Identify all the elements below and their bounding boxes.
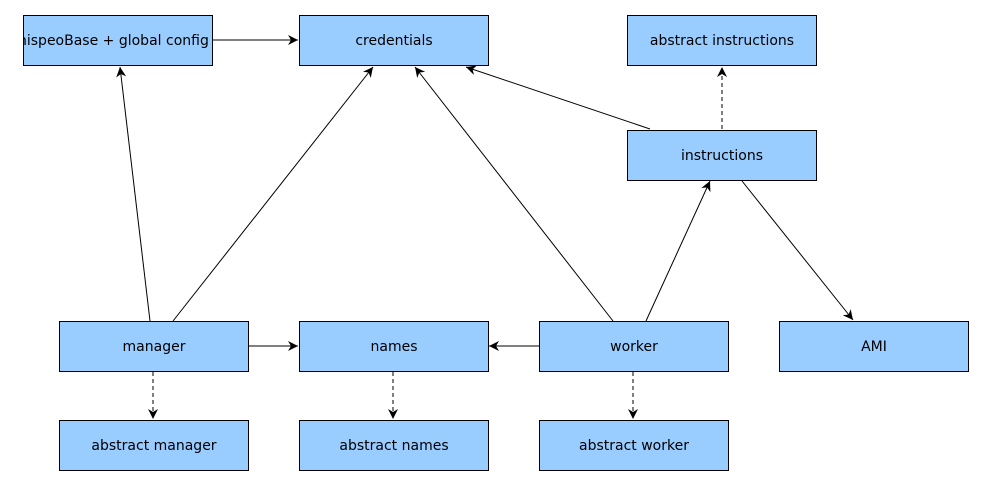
node-ami: AMI: [779, 321, 969, 372]
node-abstract-names-label: abstract names: [339, 437, 449, 454]
node-names-label: names: [370, 338, 418, 355]
node-hispeo-base-label: hispeoBase + global config: [23, 32, 209, 49]
node-hispeo-base: hispeoBase + global config: [23, 15, 213, 66]
node-manager: manager: [59, 321, 249, 372]
edge-manager-to-credentials: [172, 66, 374, 322]
node-worker: worker: [539, 321, 729, 372]
node-abstract-manager: abstract manager: [59, 420, 249, 471]
node-abstract-names: abstract names: [299, 420, 489, 471]
edge-instructions-to-ami: [741, 180, 854, 321]
node-ami-label: AMI: [861, 338, 887, 355]
node-abstract-instructions-label: abstract instructions: [649, 32, 795, 49]
node-manager-label: manager: [122, 338, 186, 355]
node-instructions-label: instructions: [681, 147, 763, 164]
node-abstract-instructions: abstract instructions: [627, 15, 817, 66]
edge-instructions-to-credentials: [465, 65, 651, 130]
edge-manager-to-hispeo: [116, 66, 151, 322]
node-names: names: [299, 321, 489, 372]
node-abstract-manager-label: abstract manager: [91, 437, 217, 454]
node-abstract-worker: abstract worker: [539, 420, 729, 471]
node-credentials: credentials: [299, 15, 489, 66]
node-instructions: instructions: [627, 130, 817, 181]
edge-worker-to-instructions: [645, 180, 711, 322]
node-credentials-label: credentials: [355, 32, 433, 49]
node-abstract-worker-label: abstract worker: [579, 437, 689, 454]
edge-worker-to-credentials: [414, 66, 614, 322]
node-worker-label: worker: [610, 338, 658, 355]
